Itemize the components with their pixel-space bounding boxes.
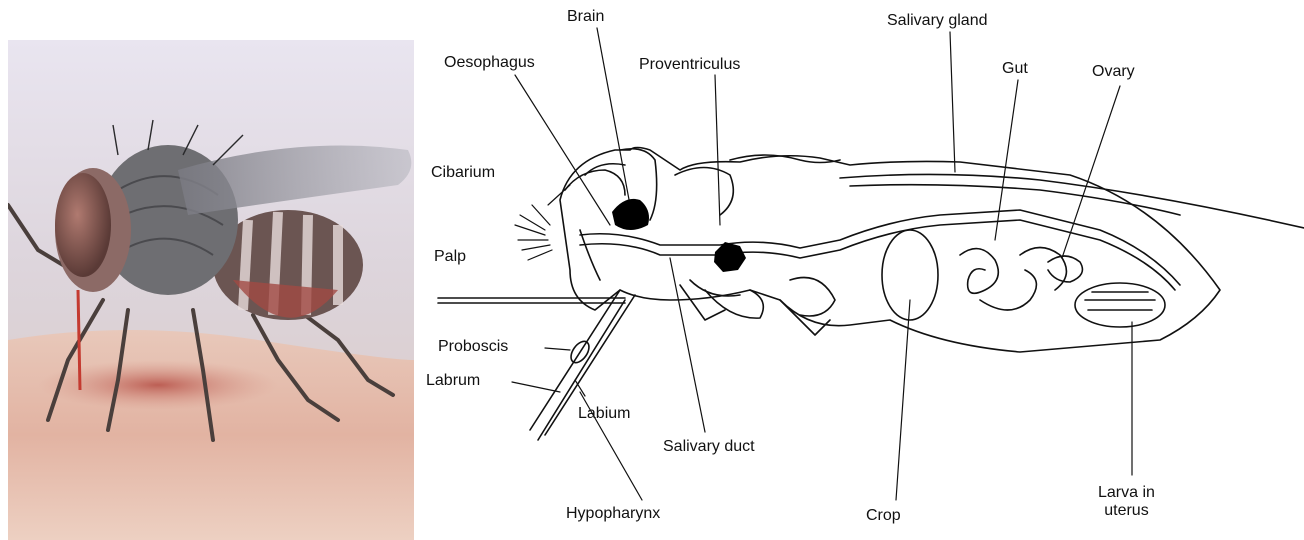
label-gut: Gut [1002, 60, 1028, 78]
label-proboscis: Proboscis [438, 338, 508, 356]
brain-organ [612, 199, 649, 230]
label-ovary: Ovary [1092, 63, 1135, 81]
label-larva-in-uterus-line1: Larva in [1098, 484, 1155, 502]
label-cibarium: Cibarium [431, 164, 495, 182]
tsetse-anatomy-diagram: Brain Salivary gland Oesophagus Proventr… [420, 0, 1304, 540]
label-hypopharynx: Hypopharynx [566, 505, 660, 523]
label-palp: Palp [434, 248, 466, 266]
oesophagus-tube [580, 210, 1180, 285]
label-labrum: Labrum [426, 372, 480, 390]
label-brain: Brain [567, 8, 604, 26]
label-crop: Crop [866, 507, 901, 525]
anatomy-line-drawing [420, 0, 1304, 540]
label-larva-in-uterus-line2: uterus [1098, 502, 1155, 520]
label-proventriculus: Proventriculus [639, 56, 740, 74]
label-larva-in-uterus: Larva in uterus [1098, 484, 1155, 520]
thoracic-ganglion [714, 242, 746, 272]
tsetse-fly-illustration [8, 40, 414, 540]
tsetse-fly-photo [8, 40, 414, 540]
cibarium-brush [515, 205, 552, 260]
larva-organ [1075, 283, 1165, 327]
label-salivary-duct: Salivary duct [663, 438, 755, 456]
label-salivary-gland: Salivary gland [887, 12, 988, 30]
label-labium: Labium [578, 405, 630, 423]
gut-coils [960, 249, 998, 294]
label-oesophagus: Oesophagus [444, 54, 535, 72]
